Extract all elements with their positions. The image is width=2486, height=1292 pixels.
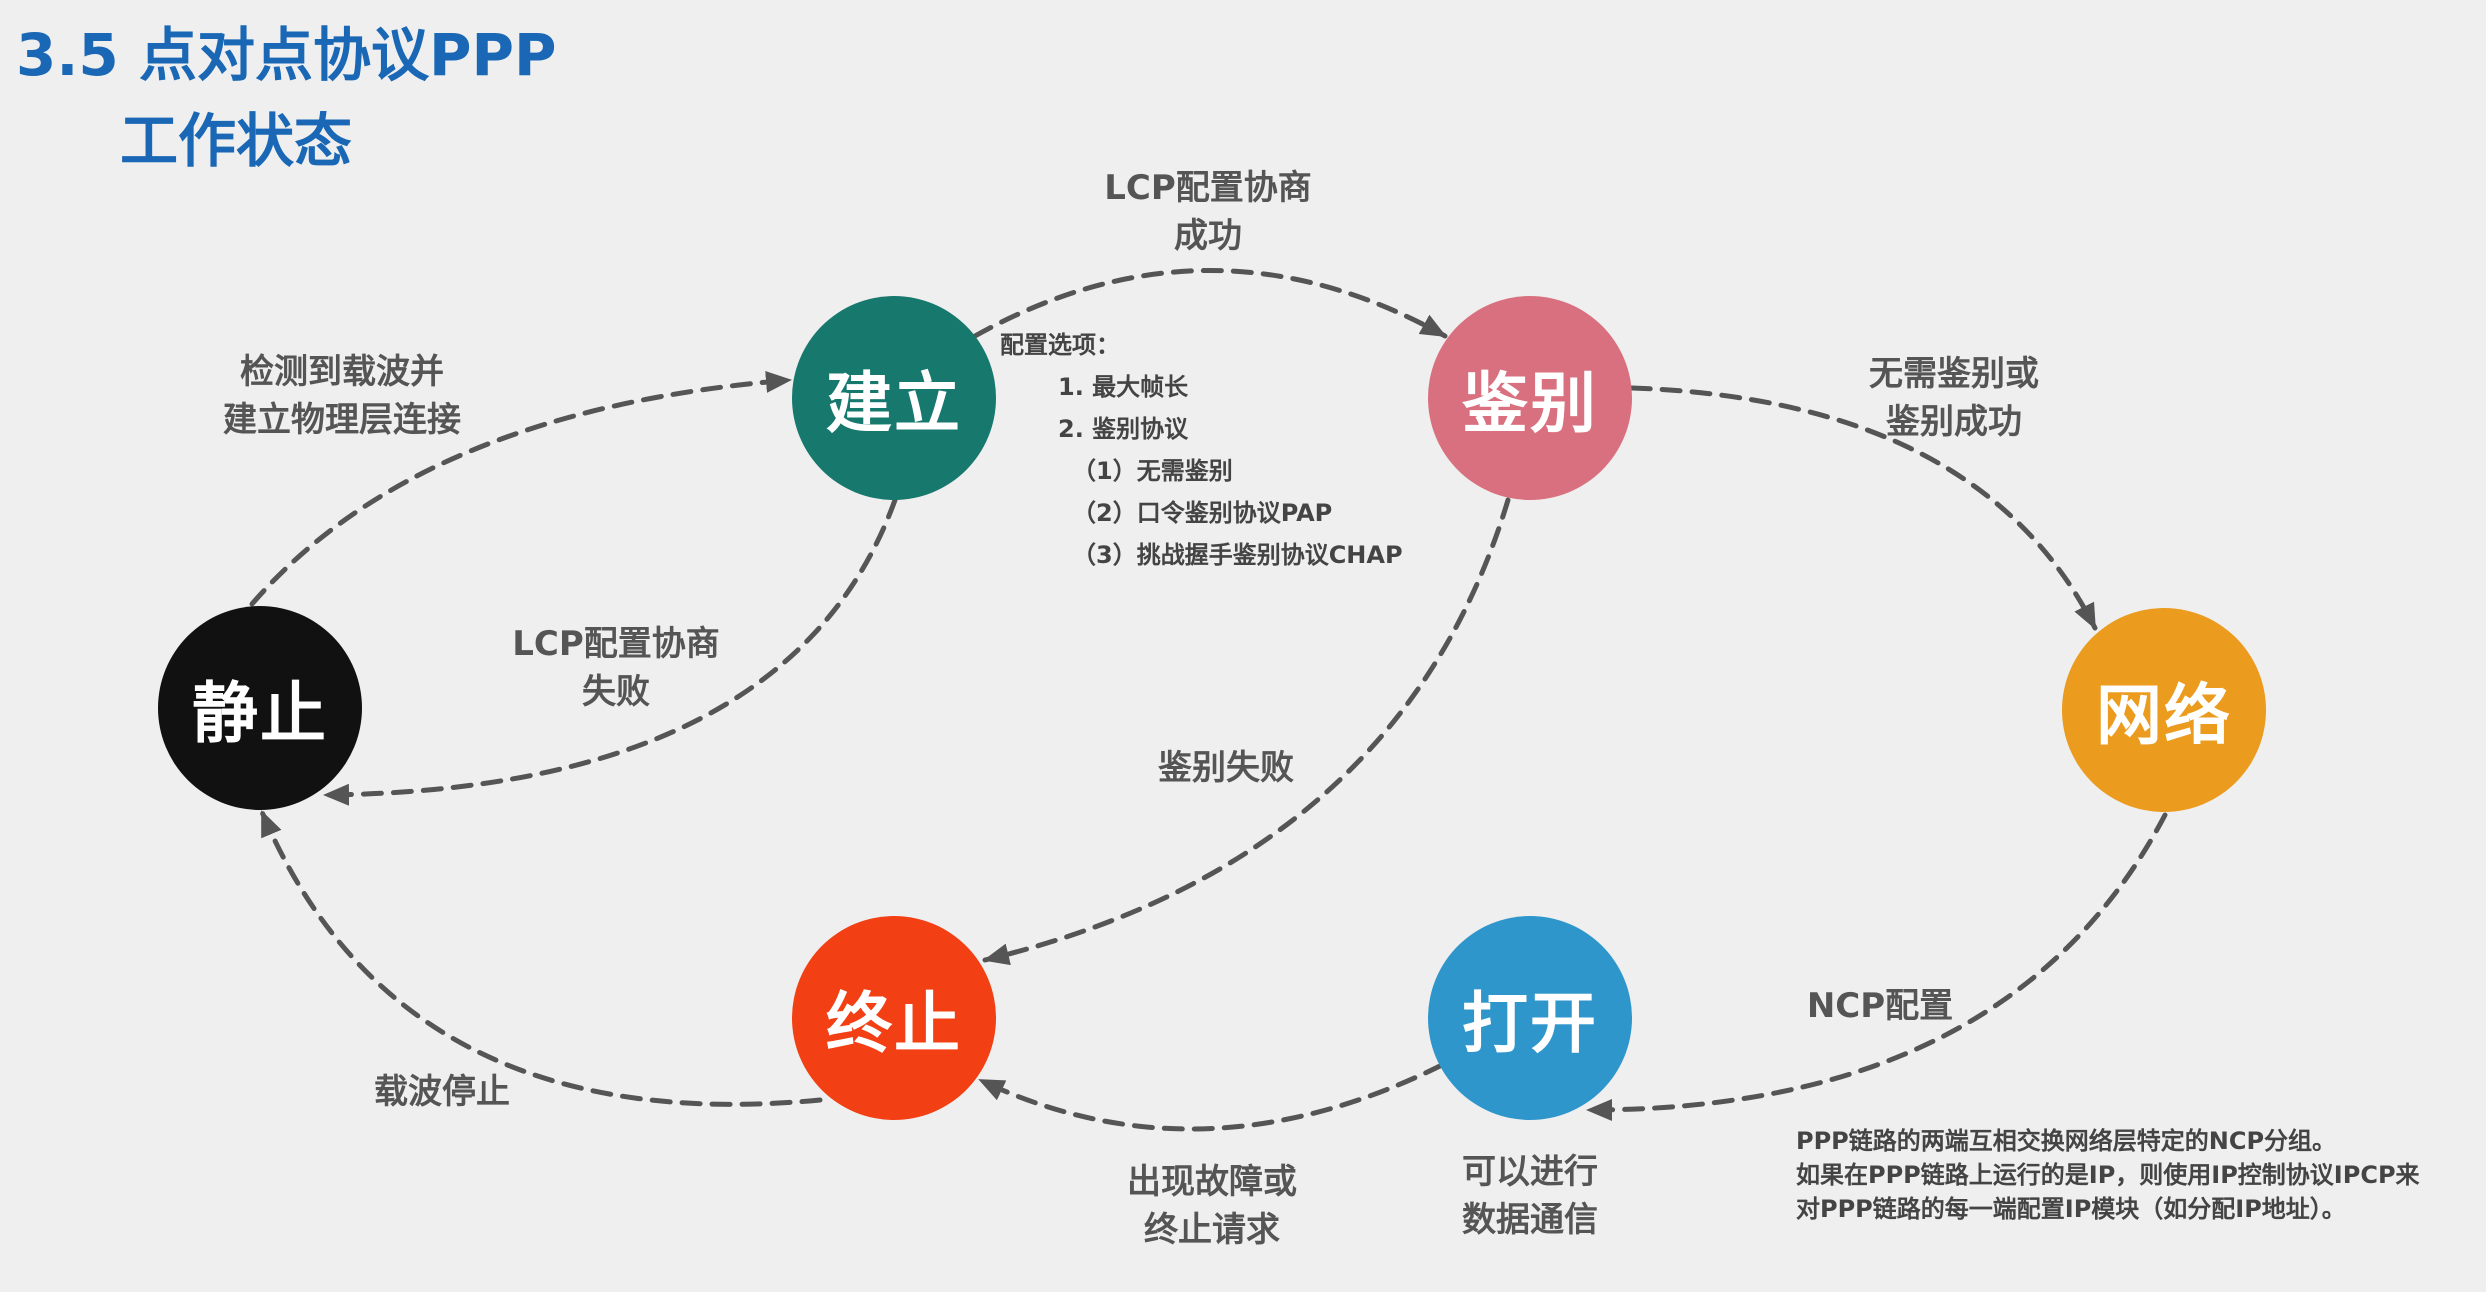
label-lcp-fail-line2: 失败 [581, 672, 650, 712]
label-lcp-fail-line1: LCP配置协商 [512, 624, 720, 664]
state-zhongzhi-label: 终止 [826, 985, 962, 1062]
label-auth-success-line1: 无需鉴别或 [1869, 354, 2039, 394]
label-ncp-config: NCP配置 [1806, 986, 1954, 1026]
label-detect-carrier: 检测到载波并 建立物理层连接 [223, 348, 461, 444]
arrow-wangluo-to-dakai [1585, 812, 2168, 1121]
arrow-jianli-to-jingzhi [322, 497, 898, 806]
state-jingzhi: 静止 [158, 606, 362, 810]
state-jianli-label: 建立 [826, 365, 962, 442]
config-option-item: （3）挑战握手鉴别协议CHAP [1072, 541, 1403, 569]
label-data-comm-line1: 可以进行 [1462, 1152, 1598, 1192]
state-dakai-label: 打开 [1462, 985, 1598, 1062]
config-option-item: （1）无需鉴别 [1072, 457, 1233, 485]
label-fault-line2: 终止请求 [1144, 1210, 1280, 1250]
label-fault-or-terminate: 出现故障或 终止请求 [1127, 1158, 1297, 1254]
state-jianli: 建立 [792, 296, 996, 500]
state-jianbie: 鉴别 [1428, 296, 1632, 500]
label-auth-success-line2: 鉴别成功 [1886, 402, 2022, 442]
config-option-item: 1. 最大帧长 [1058, 373, 1189, 401]
arrow-jianli-to-jianbie [972, 268, 1448, 339]
ncp-note: PPP链路的两端互相交换网络层特定的NCP分组。 如果在PPP链路上运行的是IP… [1796, 1124, 2420, 1226]
state-zhongzhi: 终止 [792, 916, 996, 1120]
label-detect-carrier-line1: 检测到载波并 [240, 352, 444, 392]
label-fault-line1: 出现故障或 [1127, 1162, 1297, 1202]
arrow-zhongzhi-to-jingzhi [259, 809, 823, 1107]
state-dakai: 打开 [1428, 916, 1632, 1120]
label-lcp-success-line2: 成功 [1173, 216, 1242, 256]
arrow-dakai-to-zhongzhi [977, 1062, 1445, 1132]
page-subtitle: 工作状态 [120, 107, 353, 175]
config-option-item: （2）口令鉴别协议PAP [1072, 499, 1333, 527]
state-wangluo: 网络 [2062, 608, 2266, 812]
label-auth-fail: 鉴别失败 [1158, 748, 1294, 788]
page-title: 3.5 点对点协议PPP [16, 21, 557, 89]
label-lcp-success-line1: LCP配置协商 [1104, 168, 1312, 208]
label-lcp-fail: LCP配置协商 失败 [512, 620, 720, 716]
arrow-jingzhi-to-jianli [249, 370, 793, 607]
label-data-comm: 可以进行 数据通信 [1462, 1148, 1598, 1244]
label-auth-success: 无需鉴别或 鉴别成功 [1869, 350, 2039, 446]
config-options-heading: 配置选项： [1000, 331, 1120, 359]
label-detect-carrier-line2: 建立物理层连接 [223, 400, 461, 440]
config-options: 配置选项： 1. 最大帧长 2. 鉴别协议 （1）无需鉴别 （2）口令鉴别协议P… [1000, 324, 1403, 576]
ncp-note-line3: 对PPP链路的每一端配置IP模块（如分配IP地址）。 [1796, 1195, 2346, 1223]
arrow-jianbie-to-wangluo [1629, 385, 2098, 631]
state-jianbie-label: 鉴别 [1462, 365, 1598, 442]
state-wangluo-label: 网络 [2096, 677, 2232, 754]
ncp-note-line1: PPP链路的两端互相交换网络层特定的NCP分组。 [1796, 1127, 2337, 1155]
label-data-comm-line2: 数据通信 [1462, 1200, 1598, 1240]
ncp-note-line2: 如果在PPP链路上运行的是IP，则使用IP控制协议IPCP来 [1796, 1161, 2420, 1189]
arrow-jianbie-to-zhongzhi [982, 497, 1511, 966]
state-jingzhi-label: 静止 [192, 675, 328, 752]
config-option-item: 2. 鉴别协议 [1058, 415, 1189, 443]
label-lcp-success: LCP配置协商 成功 [1104, 164, 1312, 260]
label-carrier-stop: 载波停止 [374, 1072, 510, 1112]
